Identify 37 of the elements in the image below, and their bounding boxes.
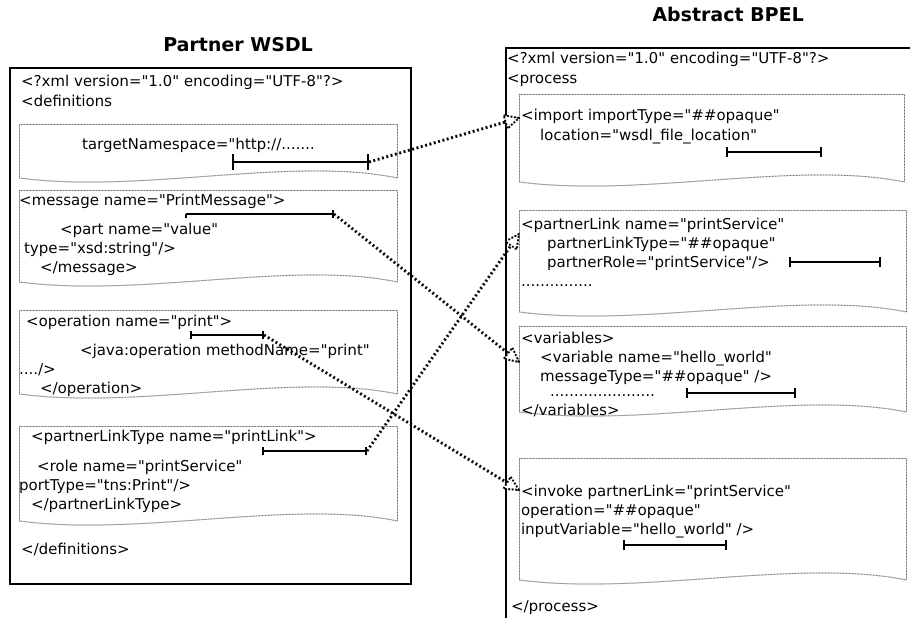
code-line: </process> <box>511 597 599 615</box>
code-line: <process <box>507 69 578 87</box>
code-line: <partnerLinkType name="printLink"> <box>31 427 317 445</box>
code-line: <import importType="##opaque" <box>521 106 780 124</box>
code-line: targetNamespace="http://....... <box>82 135 315 153</box>
code-line: partnerRole="printService"/> <box>547 253 770 271</box>
code-line: </message> <box>40 258 138 276</box>
code-line: partnerLinkType="##opaque" <box>547 234 776 252</box>
arrow <box>333 212 520 364</box>
code-line: </operation> <box>40 379 142 397</box>
code-line: portType="tns:Print"/> <box>19 476 191 494</box>
panel-title: Abstract BPEL <box>651 6 805 24</box>
code-line: inputVariable="hello_world" /> <box>521 520 754 538</box>
code-line: location="wsdl_file_location" <box>540 126 758 144</box>
code-line: <?xml version="1.0" encoding="UTF-8"?> <box>507 49 830 67</box>
arrow <box>263 334 520 492</box>
code-line: <part name="value" <box>60 220 218 238</box>
code-line: ............... <box>521 272 593 290</box>
code-line: </variables> <box>521 401 620 419</box>
arrow <box>366 233 520 452</box>
code-line: type="xsd:string"/> <box>24 239 176 257</box>
code-line: ..../> <box>19 360 56 378</box>
code-line: <role name="printService" <box>37 457 242 475</box>
code-line: <message name="PrintMessage"> <box>19 191 286 209</box>
arrow <box>368 114 520 164</box>
code-line: messageType="##opaque" /> <box>540 367 772 385</box>
code-line: <variables> <box>521 329 614 347</box>
code-line: </definitions> <box>21 540 130 558</box>
code-line: <definitions <box>21 92 112 110</box>
code-line: </partnerLinkType> <box>31 495 182 513</box>
code-line: <variable name="hello_world" <box>540 348 772 366</box>
code-line: <operation name="print"> <box>26 312 232 330</box>
code-line: operation="##opaque" <box>521 501 701 519</box>
code-line: <invoke partnerLink="printService" <box>521 482 791 500</box>
code-line: <?xml version="1.0" encoding="UTF-8"?> <box>21 72 344 90</box>
panel-title: Partner WSDL <box>162 36 314 54</box>
code-line: <partnerLink name="printService" <box>521 215 784 233</box>
